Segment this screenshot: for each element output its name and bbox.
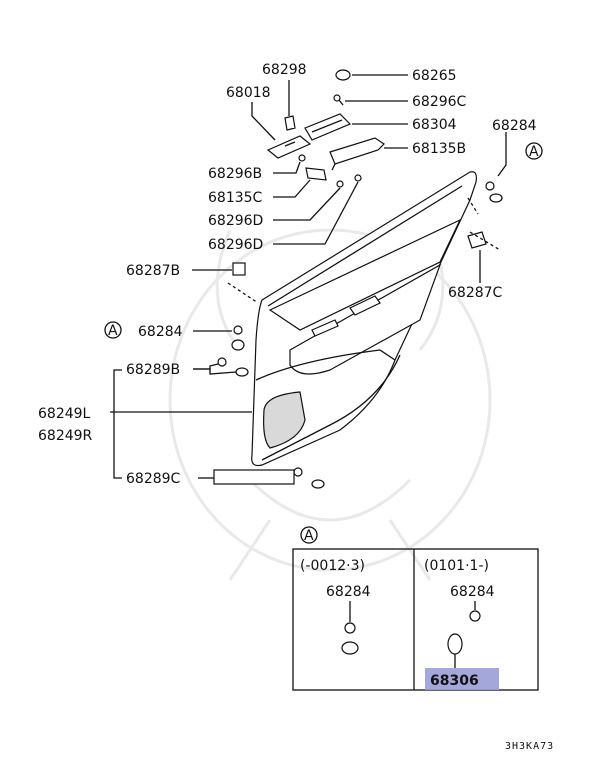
label-68265: 68265 — [412, 68, 457, 84]
detail-box-a: A (-0012·3) (0101·1-) 68284 68284 68306 — [292, 526, 539, 691]
label-68296C: 68296C — [412, 94, 467, 110]
label-68018: 68018 — [226, 85, 271, 101]
label-68304: 68304 — [412, 117, 457, 133]
part-68287C-clip — [467, 231, 487, 249]
label-68287C: 68287C — [448, 285, 503, 301]
leader-lines — [110, 74, 507, 485]
label-68298: 68298 — [262, 62, 307, 78]
door-trim-panel — [251, 171, 479, 467]
speaker-grille — [263, 391, 306, 449]
label-68289C: 68289C — [126, 471, 181, 487]
part-68296D-screws — [336, 174, 362, 188]
part-68265-cap — [335, 69, 351, 81]
detail-right-cap-icon — [447, 633, 463, 655]
label-68135B: 68135B — [412, 141, 466, 157]
label-68289B: 68289B — [126, 362, 180, 378]
part-68289B-clips — [217, 357, 249, 377]
part-68284-fastener-top — [485, 181, 503, 203]
part-68289C-clips — [293, 467, 325, 489]
diagram-code: 3H3KA73 — [505, 741, 554, 752]
part-68304-handle-cup — [304, 113, 352, 141]
watermark-emblem — [168, 228, 492, 581]
label-68287B: 68287B — [126, 263, 180, 279]
part-68287B-clip — [232, 262, 246, 276]
detail-left-range: (-0012·3) — [300, 558, 365, 574]
detail-right-part: 68284 — [450, 584, 495, 600]
detail-highlighted-part: 68306 — [430, 673, 479, 689]
part-68296B-screw — [298, 154, 306, 162]
label-68249R: 68249R — [38, 428, 93, 444]
detail-highlight — [425, 668, 499, 690]
label-68284-mid: 68284 — [138, 324, 183, 340]
part-68135B-bracket — [329, 137, 385, 171]
detail-left-washer-icon — [341, 641, 359, 655]
label-68296D-2: 68296D — [208, 237, 263, 253]
part-68135C-bracket — [305, 167, 327, 181]
detail-box-marker: A — [304, 528, 314, 544]
part-68296C-screw — [333, 94, 344, 106]
detail-right-range: (0101·1-) — [424, 558, 489, 574]
label-68135C: 68135C — [208, 190, 263, 206]
svg-text:A: A — [529, 144, 539, 160]
callout-a-top: A — [525, 142, 543, 160]
part-68298-clip — [284, 115, 296, 131]
label-68296B: 68296B — [208, 166, 262, 182]
callout-a-mid: A — [104, 321, 122, 339]
label-68296D-1: 68296D — [208, 213, 263, 229]
part-68284-fastener-mid — [231, 325, 245, 351]
label-68284-top: 68284 — [492, 118, 537, 134]
detail-right-screw-icon — [469, 610, 481, 622]
detail-left-screw-icon — [344, 622, 356, 634]
detail-left-part: 68284 — [326, 584, 371, 600]
part-68018-switch-panel — [266, 135, 312, 159]
svg-text:A: A — [108, 323, 118, 339]
label-68249L: 68249L — [38, 406, 91, 422]
